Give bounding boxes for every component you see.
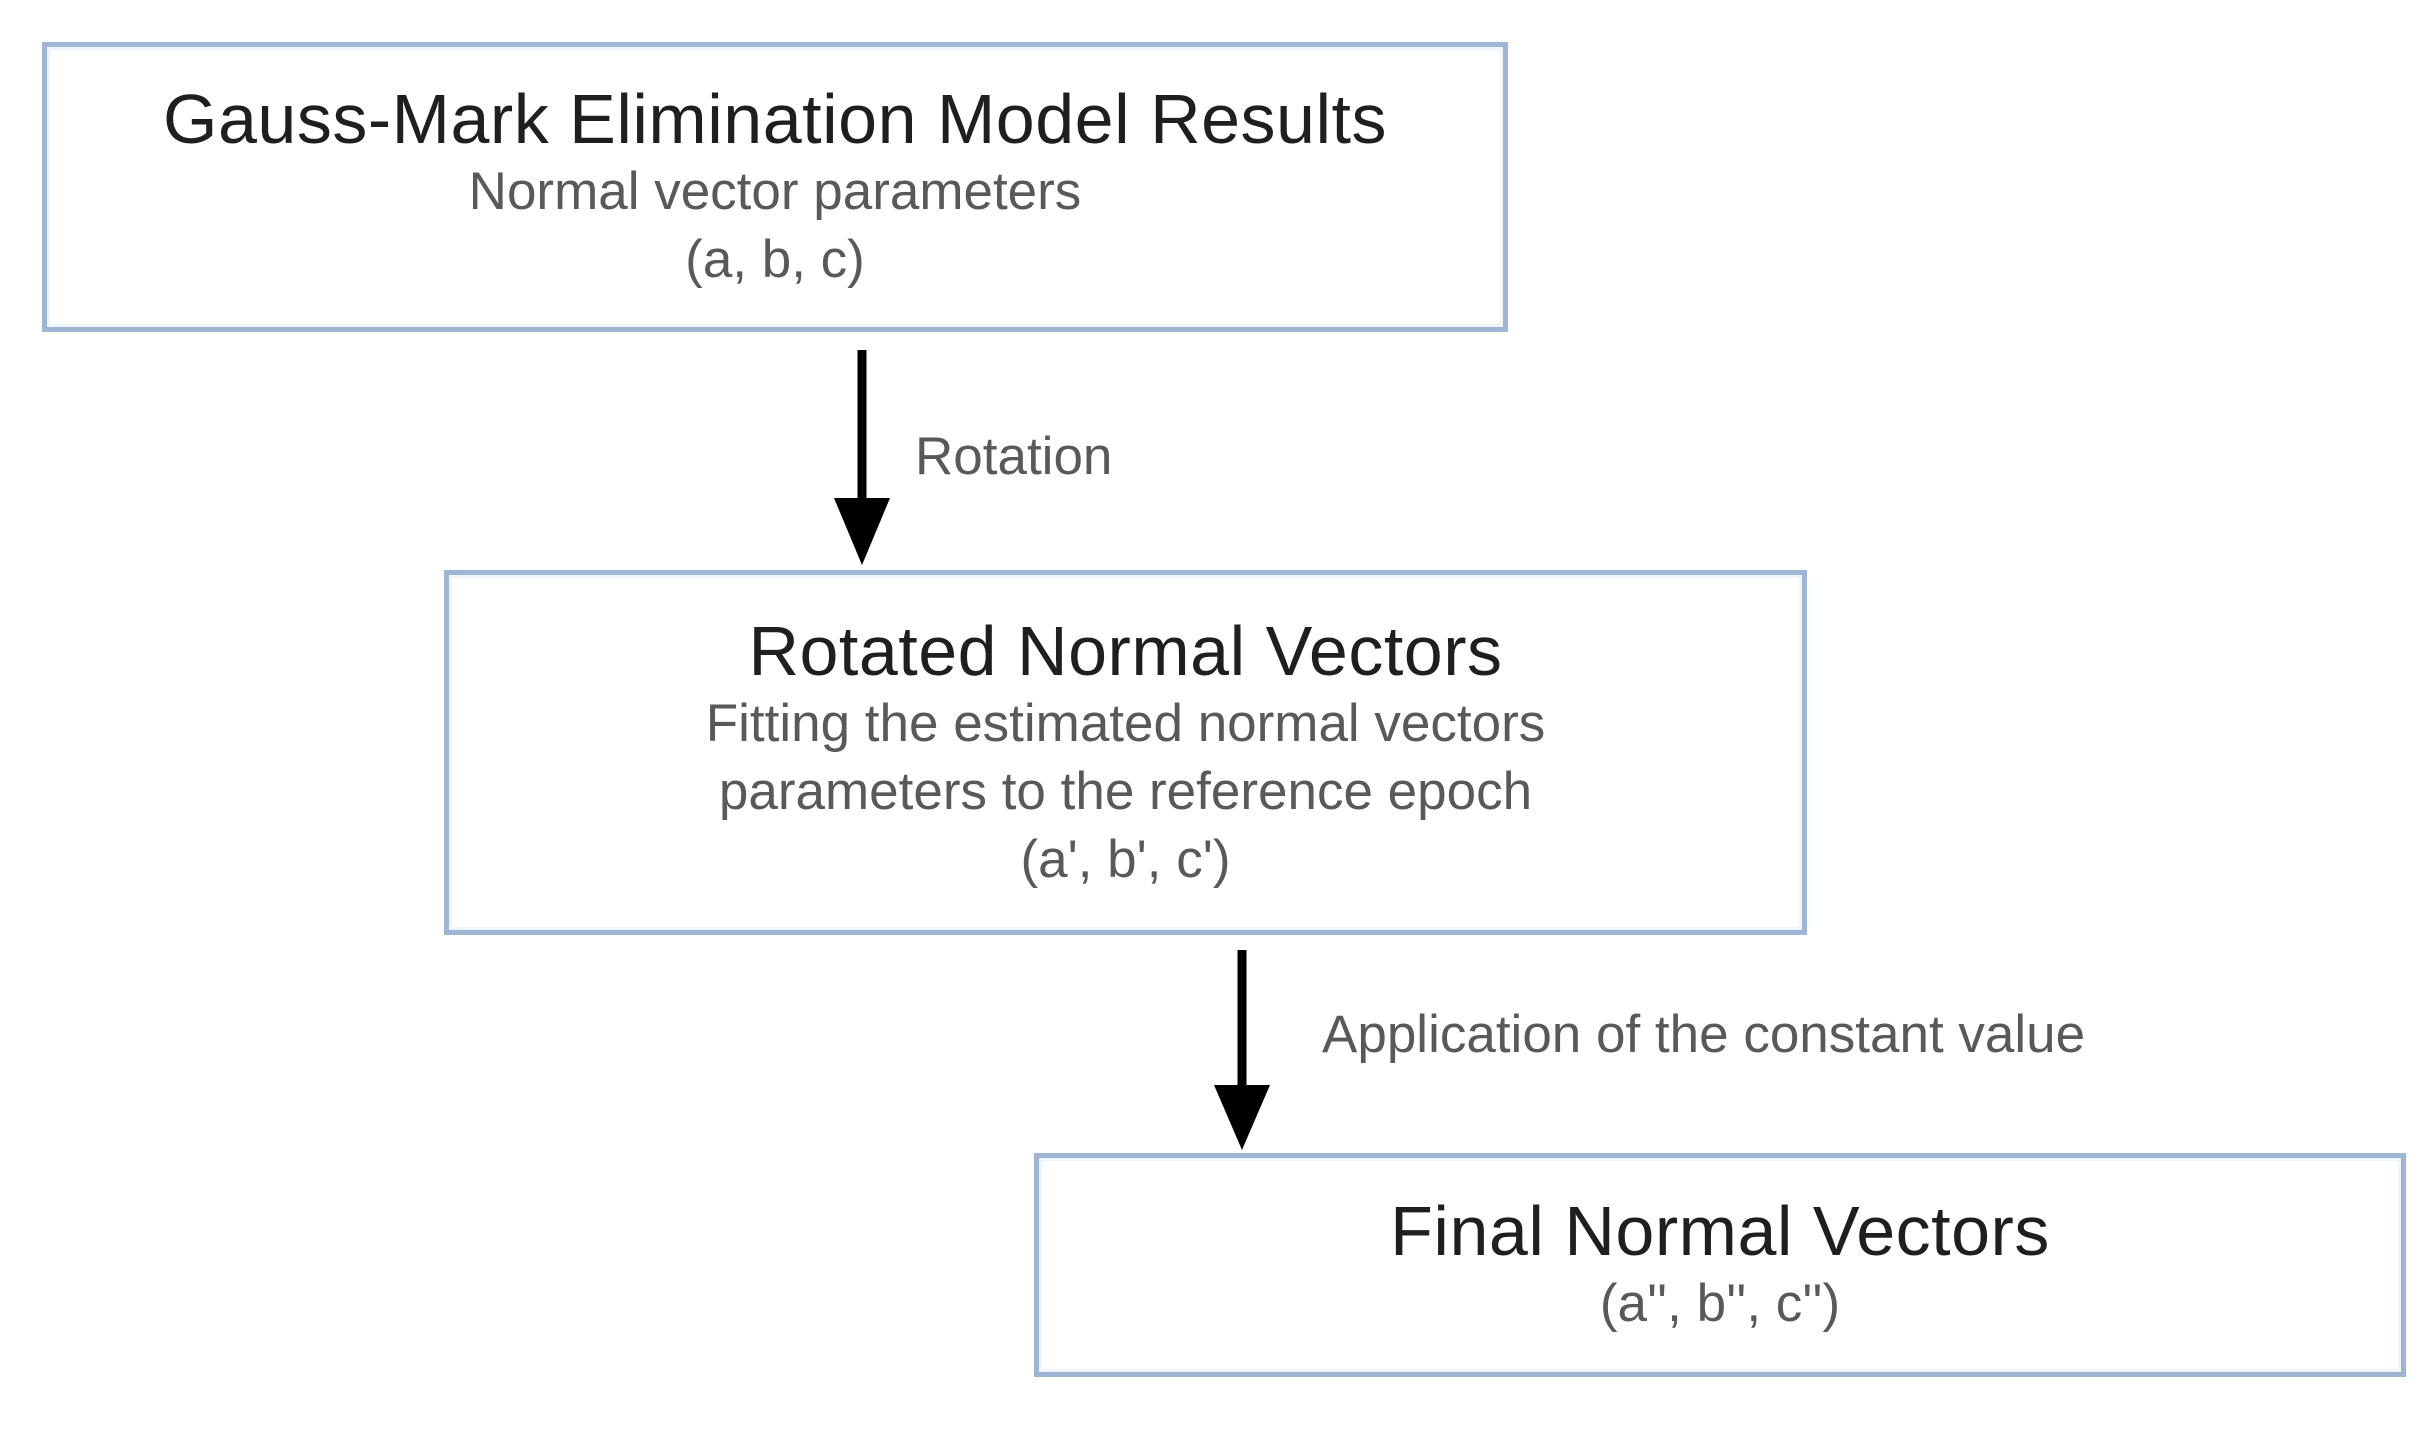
node-title: Rotated Normal Vectors bbox=[748, 611, 1503, 690]
node-title: Gauss-Mark Elimination Model Results bbox=[163, 79, 1387, 158]
node-gauss-mark-results: Gauss-Mark Elimination Model Results Nor… bbox=[42, 42, 1508, 332]
node-subtitle-line: Normal vector parameters bbox=[468, 162, 1082, 222]
node-rotated-normal-vectors: Rotated Normal Vectors Fitting the estim… bbox=[444, 570, 1807, 935]
down-arrow-icon bbox=[834, 350, 890, 565]
edge-label-rotation: Rotation bbox=[915, 427, 1113, 486]
node-subtitle-line: parameters to the reference epoch bbox=[718, 761, 1533, 821]
edge-label-application: Application of the constant value bbox=[1322, 1005, 2086, 1064]
node-subtitle-line: (a, b, c) bbox=[685, 230, 865, 290]
node-subtitle-line: (a'', b'', c'') bbox=[1599, 1274, 1841, 1334]
node-subtitle-line: Fitting the estimated normal vectors bbox=[705, 693, 1546, 753]
node-title: Final Normal Vectors bbox=[1390, 1191, 2050, 1270]
node-final-normal-vectors: Final Normal Vectors (a'', b'', c'') bbox=[1034, 1153, 2406, 1377]
down-arrow-icon bbox=[1214, 950, 1270, 1150]
node-subtitle-line: (a', b', c') bbox=[1020, 829, 1231, 889]
